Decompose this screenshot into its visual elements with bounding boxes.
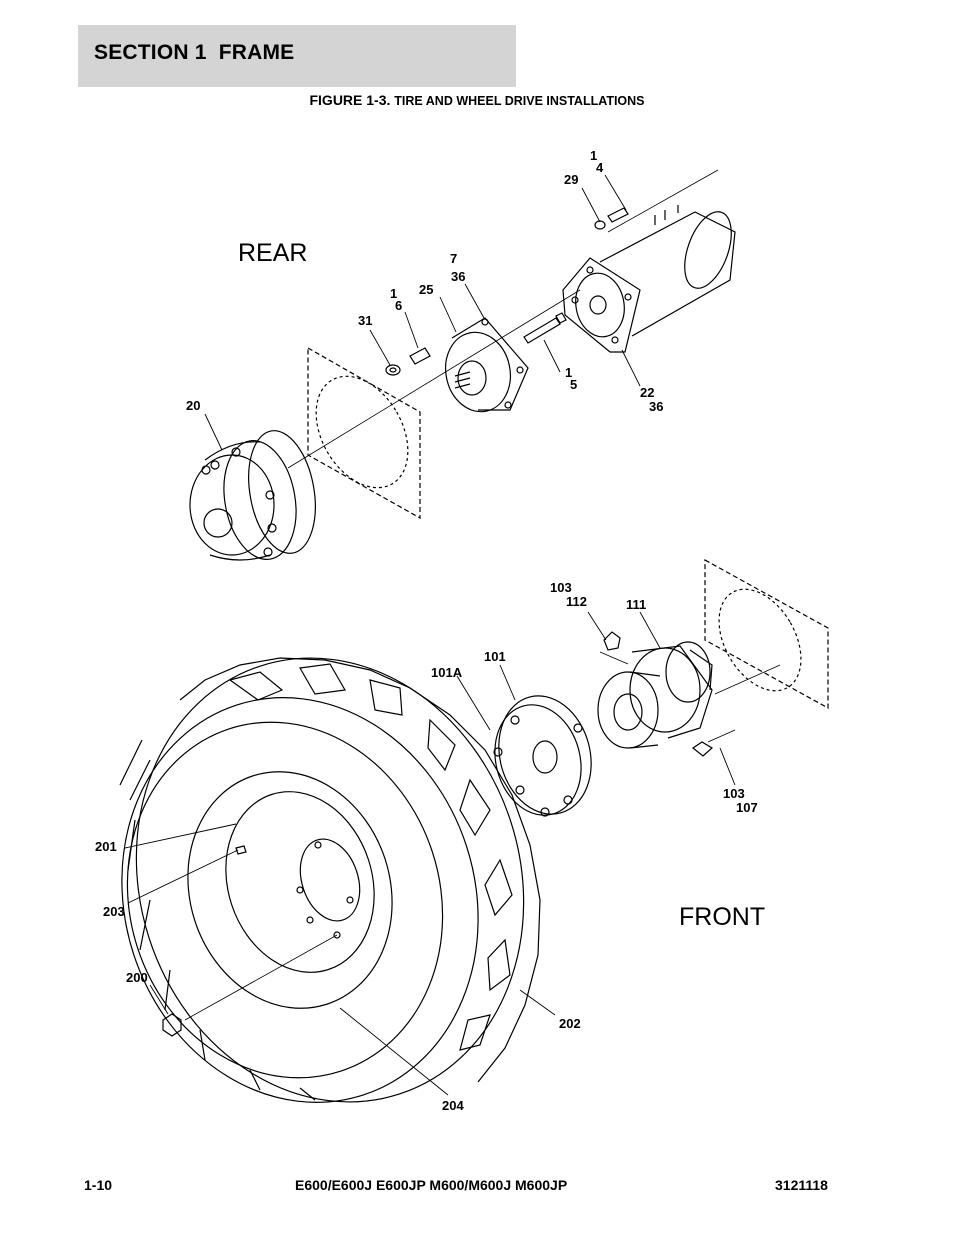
callout-107: 107 xyxy=(736,800,758,815)
tire-and-wheel xyxy=(119,657,541,1103)
callout-101A: 101A xyxy=(431,665,463,680)
callout-103: 103 xyxy=(550,580,572,595)
figure-caption: FIGURE 1-3. TIRE AND WHEEL DRIVE INSTALL… xyxy=(0,92,954,108)
callout-1: 1 xyxy=(390,286,398,301)
torque-hub-20 xyxy=(189,430,316,561)
footer-doc-number: 3121118 xyxy=(775,1177,828,1193)
drive-motor-22 xyxy=(562,205,736,353)
washer-29 xyxy=(594,220,606,230)
washer-31 xyxy=(385,364,401,376)
capscrew-107 xyxy=(691,741,714,757)
callout-111: 111 xyxy=(626,597,647,612)
callout-103: 103 xyxy=(723,786,745,801)
callout-36: 36 xyxy=(451,269,466,284)
callout-25: 25 xyxy=(419,282,434,297)
footer-page-number: 1-10 xyxy=(84,1177,113,1193)
callout-20: 20 xyxy=(186,398,201,413)
callout-204: 204 xyxy=(442,1098,464,1113)
rear-view-label: REAR xyxy=(238,239,308,267)
callout-36: 36 xyxy=(649,399,664,414)
callout-203: 203 xyxy=(103,904,125,919)
footer-models: E600/E600J E600JP M600/M600J M600JP xyxy=(295,1177,568,1193)
callout-201: 201 xyxy=(95,839,117,854)
lug-nut-200 xyxy=(162,1013,182,1037)
callout-7: 7 xyxy=(450,251,458,266)
figure-number: FIGURE 1-3. xyxy=(309,92,391,108)
section-header-band: SECTION 1 FRAME xyxy=(78,25,516,87)
wheel-spacer-101 xyxy=(493,695,592,817)
capscrew-5 xyxy=(523,312,567,344)
wheel-motor-111 xyxy=(629,641,713,739)
capscrew-6 xyxy=(409,347,431,365)
frame-plate-front xyxy=(704,558,829,710)
callout-29: 29 xyxy=(564,172,579,187)
front-view-label: FRONT xyxy=(679,903,766,931)
callout-6: 6 xyxy=(395,298,403,313)
hub-adapter xyxy=(597,671,661,749)
callout-112: 112 xyxy=(566,594,587,609)
callout-202: 202 xyxy=(559,1016,581,1031)
frame-plate-rear xyxy=(307,346,421,520)
callout-1: 1 xyxy=(590,148,598,163)
callout-101: 101 xyxy=(484,649,506,664)
callout-1: 1 xyxy=(565,365,573,380)
figure-title: TIRE AND WHEEL DRIVE INSTALLATIONS xyxy=(394,94,645,108)
callout-4: 4 xyxy=(596,160,604,175)
brake-7 xyxy=(445,317,529,413)
callout-200: 200 xyxy=(126,970,148,985)
capscrew-4 xyxy=(607,207,629,223)
callout-22: 22 xyxy=(640,385,655,400)
lug-nut-112 xyxy=(603,631,621,651)
callout-5: 5 xyxy=(570,377,578,392)
callout-31: 31 xyxy=(358,313,373,328)
section-title: SECTION 1 FRAME xyxy=(94,41,295,64)
